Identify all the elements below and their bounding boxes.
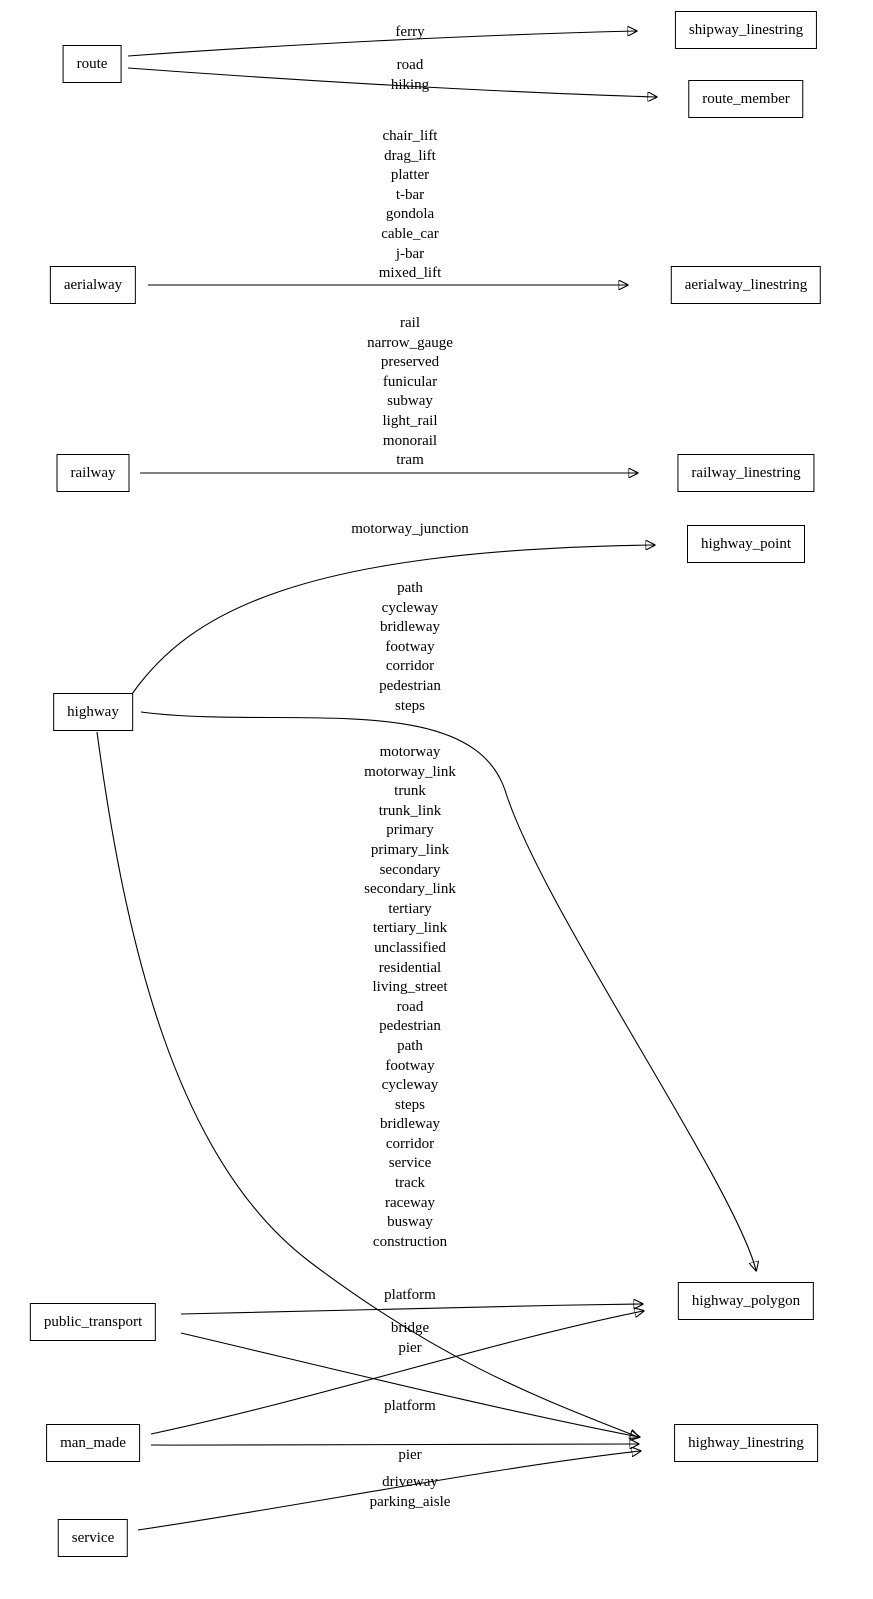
edge-label-service-linestring-types: driveway parking_aisle (369, 1474, 451, 1510)
node-railway: railway (56, 454, 130, 492)
node-railway-linestring: railway_linestring (677, 454, 815, 492)
edge-label-route-ferry: ferry (395, 24, 425, 40)
edge-label-aerialway-types: chair_lift drag_lift platter t-bar gondo… (378, 128, 442, 282)
edge-man_made-highway_linestring (150, 1444, 638, 1445)
node-aerialway: aerialway (49, 266, 137, 304)
edge-route-shipway_linestring (127, 31, 636, 57)
node-man-made: man_made (46, 1424, 140, 1462)
node-aerialway-linestring: aerialway_linestring (670, 266, 822, 304)
edge-label-pt-linestring-platform: platform (384, 1398, 436, 1414)
node-service: service (57, 1519, 129, 1557)
node-highway-linestring: highway_linestring (674, 1424, 818, 1462)
edge-label-manmade-polygon-bridge-pier: bridge pier (390, 1320, 430, 1356)
node-route: route (62, 45, 122, 83)
node-shipway-linestring: shipway_linestring (674, 11, 818, 49)
edge-label-highway-linestring-types: motorway motorway_link trunk trunk_link … (364, 744, 456, 1250)
node-highway-point: highway_point (687, 525, 805, 563)
edge-label-pt-polygon-platform: platform (384, 1287, 436, 1303)
node-route-member: route_member (688, 80, 804, 118)
edge-label-route-member: road hiking (390, 57, 430, 93)
node-highway: highway (53, 693, 133, 731)
edge-label-motorway-junction: motorway_junction (351, 521, 469, 537)
edge-label-manmade-linestring-pier: pier (398, 1447, 422, 1463)
node-public-transport: public_transport (29, 1303, 157, 1341)
node-highway-polygon: highway_polygon (677, 1282, 815, 1320)
edge-label-railway-types: rail narrow_gauge preserved funicular su… (367, 315, 453, 469)
edge-label-highway-polygon-types: path cycleway bridleway footway corridor… (379, 580, 441, 714)
